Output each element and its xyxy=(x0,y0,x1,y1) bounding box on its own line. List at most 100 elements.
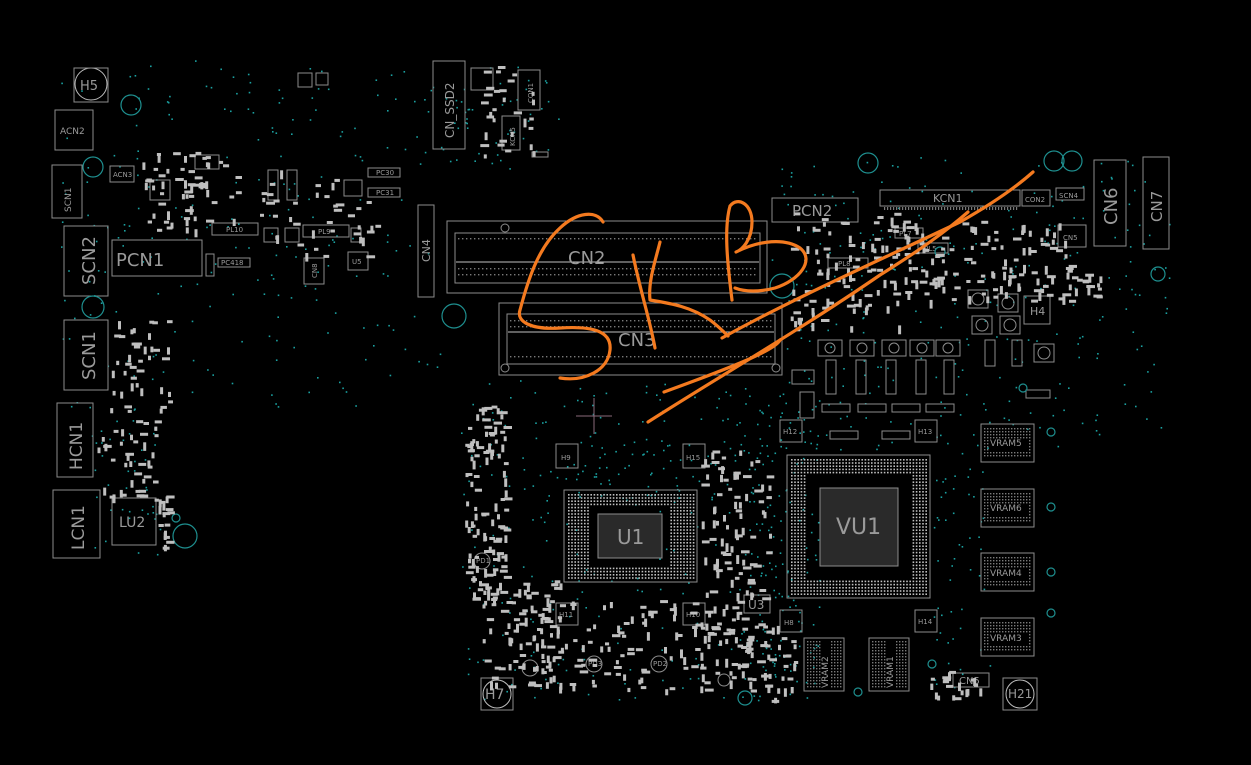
component xyxy=(267,169,279,201)
via-field xyxy=(61,60,1171,702)
mounting-hole xyxy=(1046,608,1056,618)
kcn1-connector[interactable]: KCN1 xyxy=(879,189,1021,210)
h9-mount[interactable]: H9 xyxy=(555,443,579,469)
vram3-label: VRAM3 xyxy=(990,634,1022,644)
mounting-hole xyxy=(171,513,181,523)
cn-ssd2-connector[interactable]: CN_SSD2 xyxy=(432,60,466,150)
scn1-top-connector[interactable]: SCN1 xyxy=(51,164,83,219)
cn5-right-connector[interactable]: CN5 xyxy=(1057,224,1087,248)
cn8-connector[interactable]: CN8 xyxy=(303,257,325,285)
vram4-label: VRAM4 xyxy=(990,569,1022,579)
u3-chip[interactable]: U3 xyxy=(743,594,771,614)
h11-label: H11 xyxy=(559,611,573,619)
scn1-mid-label: SCN1 xyxy=(79,331,100,380)
h12-label: H12 xyxy=(783,428,797,436)
crosshair-marker xyxy=(576,398,612,434)
pc31-label: PC31 xyxy=(376,189,394,197)
h11-mount[interactable]: H11 xyxy=(555,602,579,626)
cn2-connector[interactable]: CN2 xyxy=(446,220,768,294)
pl5-label: PL5 xyxy=(924,245,937,253)
h10-label: H10 xyxy=(686,611,700,619)
scn1-mid-connector[interactable]: SCN1 xyxy=(63,319,109,391)
scn2-label: SCN2 xyxy=(79,236,100,285)
vu1-gpu[interactable]: VU1 xyxy=(786,454,931,599)
vram3-chip[interactable]: VRAM3 xyxy=(980,617,1035,657)
h8-label: H8 xyxy=(784,619,794,627)
mounting-hole xyxy=(1018,383,1028,393)
mounting-hole xyxy=(120,94,142,116)
mounting-hole xyxy=(1046,567,1056,577)
u5-label: U5 xyxy=(352,258,362,266)
mounting-hole xyxy=(82,156,104,178)
h12-mount[interactable]: H12 xyxy=(779,419,803,443)
vram4-chip[interactable]: VRAM4 xyxy=(980,552,1035,592)
mounting-hole xyxy=(853,687,863,697)
component xyxy=(717,673,731,687)
con2-label: CON2 xyxy=(1025,196,1045,204)
con2-connector[interactable]: CON2 xyxy=(1021,189,1051,207)
pl9-inductor[interactable]: PL9 xyxy=(302,224,350,238)
h5-mount[interactable]: H5 xyxy=(73,67,109,103)
component xyxy=(194,154,220,170)
mounting-hole xyxy=(927,659,937,669)
mounting-hole xyxy=(737,690,753,706)
cn4-connector[interactable]: CN4 xyxy=(417,204,435,298)
acn2-connector[interactable]: ACN2 xyxy=(54,109,94,151)
h14-mount[interactable]: H14 xyxy=(914,609,938,633)
h15-mount[interactable]: H15 xyxy=(682,443,706,469)
u1-cpu[interactable]: U1 xyxy=(563,489,698,583)
u5-chip[interactable]: U5 xyxy=(347,251,369,271)
scn4-connector[interactable]: SCN4 xyxy=(1055,187,1085,201)
cn5-bottom-connector[interactable]: CN5 xyxy=(952,672,990,688)
screw-hole xyxy=(771,363,781,373)
vram5-chip[interactable]: VRAM5 xyxy=(980,423,1035,463)
pcn1-label: PCN1 xyxy=(116,250,164,271)
lcn1-connector[interactable]: LCN1 xyxy=(52,489,101,559)
cn2-label: CN2 xyxy=(568,248,606,269)
vram6-chip[interactable]: VRAM6 xyxy=(980,488,1035,528)
vram5-label: VRAM5 xyxy=(990,439,1022,449)
lu2-label: LU2 xyxy=(119,515,145,531)
pc31-capacitor[interactable]: PC31 xyxy=(367,187,401,198)
h4-mount[interactable]: H4 xyxy=(1023,295,1051,325)
vram1-chip[interactable]: VRAM1 xyxy=(868,637,910,692)
pc30-capacitor[interactable]: PC30 xyxy=(367,167,401,178)
vu1-label: VU1 xyxy=(836,515,881,540)
component xyxy=(149,179,171,201)
cn3-pin-row xyxy=(510,320,772,358)
pl8-inductor[interactable]: PL8 xyxy=(827,257,869,269)
con1-connector[interactable]: CON1 xyxy=(517,69,541,111)
mounting-hole xyxy=(769,273,795,299)
u1-label: U1 xyxy=(617,525,644,549)
pcn1-connector[interactable]: PCN1 xyxy=(111,239,203,277)
hcn1-label: HCN1 xyxy=(67,422,87,470)
component xyxy=(470,67,494,91)
pcn2-label: PCN2 xyxy=(792,202,832,220)
hcn1-connector[interactable]: HCN1 xyxy=(56,402,94,478)
h15-label: H15 xyxy=(686,454,700,462)
h21-mount[interactable]: H21 xyxy=(1002,677,1038,711)
h7-label: H7 xyxy=(485,687,504,703)
h8-mount[interactable]: H8 xyxy=(779,609,803,633)
pcn2-connector[interactable]: PCN2 xyxy=(771,197,859,223)
h13-mount[interactable]: H13 xyxy=(914,419,938,443)
h21-label: H21 xyxy=(1008,687,1032,701)
pd2-diode[interactable]: PD2 xyxy=(650,655,668,673)
cn3-connector[interactable]: CN3 xyxy=(498,302,783,376)
mounting-hole xyxy=(1046,502,1056,512)
lu2-chip[interactable]: LU2 xyxy=(111,497,157,546)
pl8-label: PL8 xyxy=(838,260,851,268)
pl10-label: PL10 xyxy=(226,226,243,234)
cn6-connector[interactable]: CN6 xyxy=(1093,159,1127,247)
kcn1-label: KCN1 xyxy=(933,192,963,205)
vram2-chip[interactable]: VRAM2 xyxy=(803,637,845,692)
pl5-inductor[interactable]: PL5 xyxy=(917,242,949,254)
acn3-chip[interactable]: ACN3 xyxy=(109,165,135,183)
vram6-label: VRAM6 xyxy=(990,504,1022,514)
cn7-connector[interactable]: CN7 xyxy=(1142,156,1170,250)
pc418-capacitor[interactable]: PC418 xyxy=(217,257,251,268)
scn2-connector[interactable]: SCN2 xyxy=(63,225,109,297)
cn3-label: CN3 xyxy=(618,330,656,351)
mounting-hole xyxy=(934,246,946,258)
